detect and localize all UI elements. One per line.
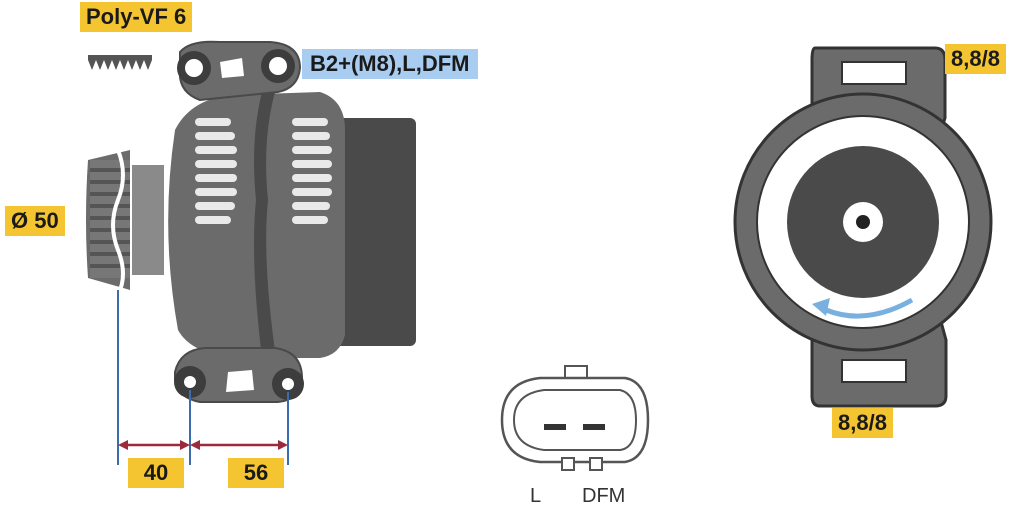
pin-dfm-label: DFM	[582, 485, 626, 507]
rotation-arrow-icon	[812, 297, 914, 319]
pulley-diameter-label: Ø 50	[5, 206, 65, 236]
belt-profile-icon	[88, 55, 152, 70]
mount-bottom-label: 8,8/8	[832, 408, 893, 438]
dimension-lines	[117, 290, 289, 465]
pin-l-label: L	[530, 485, 542, 507]
mount-top-label: 8,8/8	[945, 44, 1006, 74]
top-mounting-bracket	[177, 40, 302, 102]
dimension-40-label: 40	[128, 458, 184, 488]
alternator-end-view	[733, 46, 993, 408]
dimension-56-label: 56	[228, 458, 284, 488]
plug-connector	[500, 365, 650, 471]
connection-label: B2+(M8),L,DFM	[302, 49, 478, 79]
pulley	[86, 149, 164, 296]
alternator-housing	[168, 92, 345, 358]
bottom-mounting-bracket	[174, 347, 304, 403]
belt-type-label: Poly-VF 6	[80, 2, 193, 32]
rear-cover	[330, 118, 416, 346]
